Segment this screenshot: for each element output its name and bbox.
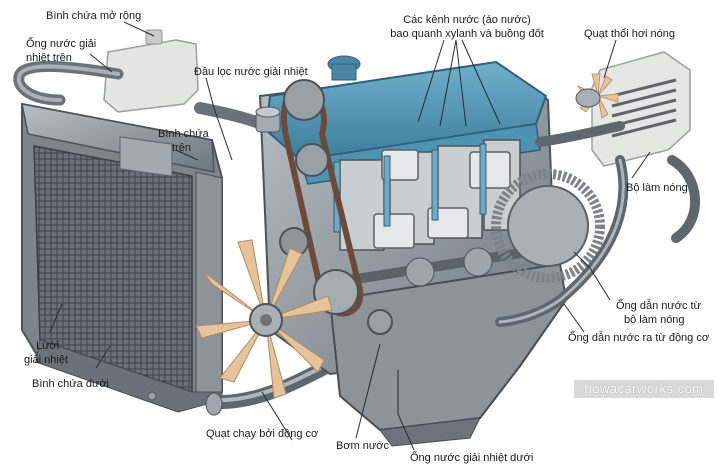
label-upper-tank-line1: Bình chứa — [158, 128, 209, 140]
label-heater-inlet-line1: Ống dẫn nước từ — [616, 300, 701, 312]
label-upper-tank-line2: trên — [172, 142, 191, 154]
heater-core-shape — [495, 51, 701, 327]
radiator-cap-shape — [255, 106, 281, 133]
label-heater-core: Bộ làm nóng — [626, 182, 688, 194]
label-water-jackets-line1: Các kênh nước (áo nước) — [403, 14, 531, 26]
heater-fan-shape — [575, 73, 619, 119]
label-lower-tank: Bình chứa dưới — [32, 378, 109, 390]
label-lower-hose: Ống nước giải nhiệt dưới — [410, 452, 534, 464]
leader-lines — [49, 21, 651, 451]
label-upper-hose-line1: Ống nước giải — [26, 38, 97, 50]
watermark: howacarworks.com — [574, 380, 714, 398]
label-engine-fan: Quạt chạy bởi động cơ — [206, 428, 319, 440]
label-expansion-tank: Bình chứa mở rộng — [46, 10, 142, 22]
label-heater-outlet: Ống dẫn nước ra từ động cơ — [568, 332, 710, 344]
label-radiator-cap: Đầu lọc nước giải nhiệt — [194, 66, 308, 78]
water-pump-shape — [367, 309, 393, 335]
label-radiator-core-line2: giải nhiệt — [24, 354, 69, 366]
label-radiator-core-line1: Lưới — [36, 340, 60, 352]
expansion-tank-shape — [103, 29, 199, 113]
label-water-jackets-line2: bao quanh xylanh và buồng đốt — [390, 28, 544, 40]
label-heater-inlet-line2: bộ làm nóng — [624, 314, 685, 326]
radiator-shape — [21, 102, 223, 413]
label-water-pump: Bơm nước — [336, 440, 389, 452]
label-upper-hose-line2: nhiệt trên — [26, 52, 72, 64]
label-heater-fan: Quạt thổi hơi nóng — [584, 28, 675, 40]
engine-fan-shape — [195, 239, 333, 399]
